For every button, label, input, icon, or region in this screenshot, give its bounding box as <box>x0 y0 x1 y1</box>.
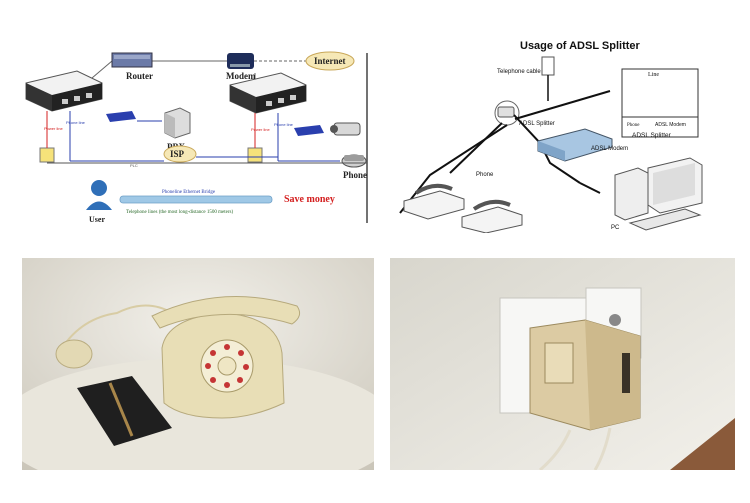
phone-line-right-label: Phone line <box>274 122 294 127</box>
user-icon <box>86 180 112 210</box>
phone-label: Phone <box>343 170 367 180</box>
splitter-device-icon <box>529 319 641 431</box>
rotary-phone-photo <box>22 258 374 470</box>
right-wall-socket-icon <box>247 147 263 163</box>
save-money-label: Save money <box>284 194 335 205</box>
user-label: User <box>89 215 105 224</box>
router-device <box>111 52 153 68</box>
pbx-icon <box>164 107 191 139</box>
internet-cloud-icon <box>305 51 355 71</box>
phone-right-icon <box>461 199 523 233</box>
handset-icon <box>55 339 93 369</box>
wall-splitter-svg <box>390 258 735 470</box>
modem-label: Modem <box>226 71 256 81</box>
diagram-title: Usage of ADSL Splitter <box>520 40 641 52</box>
pc-label: PC <box>611 225 620 231</box>
splitter-box <box>621 68 699 138</box>
adsl-splitter-label: ADSL Splitter <box>519 121 555 127</box>
modem-device <box>227 53 254 69</box>
rotary-telephone-icon <box>151 296 301 419</box>
phone-line-left-label: Phone line <box>66 120 86 125</box>
power-line-left-label: Power line <box>44 126 63 131</box>
isp-cloud-icon <box>163 145 197 163</box>
left-plc-adapter <box>25 70 103 112</box>
wall-jack-icon <box>541 56 555 76</box>
router-label: Router <box>126 71 153 81</box>
telephone-cable-label: Telephone cable <box>497 69 541 75</box>
line-label: Line <box>648 72 659 78</box>
right-switch-icon <box>294 125 324 136</box>
power-line-right-label: Power line <box>251 127 270 132</box>
phone-left-icon <box>403 183 465 220</box>
plc-label: PLC <box>130 163 138 168</box>
telephone-lines-label: Telephone lines (the most long-distance … <box>126 210 233 215</box>
phone-icon <box>341 154 367 168</box>
bridge-bar <box>119 195 273 204</box>
right-plc-adapter <box>229 72 307 114</box>
adsl-modem-icon <box>537 128 613 162</box>
camera-icon <box>330 122 361 136</box>
isp-label: ISP <box>170 149 185 159</box>
adsl-modem-small-label: ADSL Modem <box>655 122 686 128</box>
splitter-icon <box>497 106 515 118</box>
adsl-splitter-diagram: Usage of ADSL Splitter Telephone cable A… <box>390 33 735 233</box>
pc-icon <box>614 157 703 231</box>
adsl-diagram-svg: Usage of ADSL Splitter Telephone cable A… <box>399 40 703 233</box>
adsl-modem-label: ADSL Modem <box>591 146 628 152</box>
rotary-phone-svg <box>22 258 374 470</box>
bridge-label: Phoneline Ethernet Bridge <box>162 190 216 195</box>
plc-diagram-svg: Router Modem Internet PBX ISP <box>25 51 368 224</box>
plc-network-diagram: Router Modem Internet PBX ISP <box>22 33 374 233</box>
socket-hole-icon <box>609 314 621 326</box>
left-wall-socket-icon <box>39 147 55 163</box>
left-switch-icon <box>106 111 136 122</box>
wall-splitter-photo <box>390 258 735 470</box>
phone-small-label: Phone <box>627 123 640 128</box>
notebook-icon <box>77 376 172 446</box>
adsl-splitter-box-label: ADSL Splitter <box>632 132 672 139</box>
internet-label: Internet <box>314 56 346 66</box>
phone-label: Phone <box>476 172 494 178</box>
